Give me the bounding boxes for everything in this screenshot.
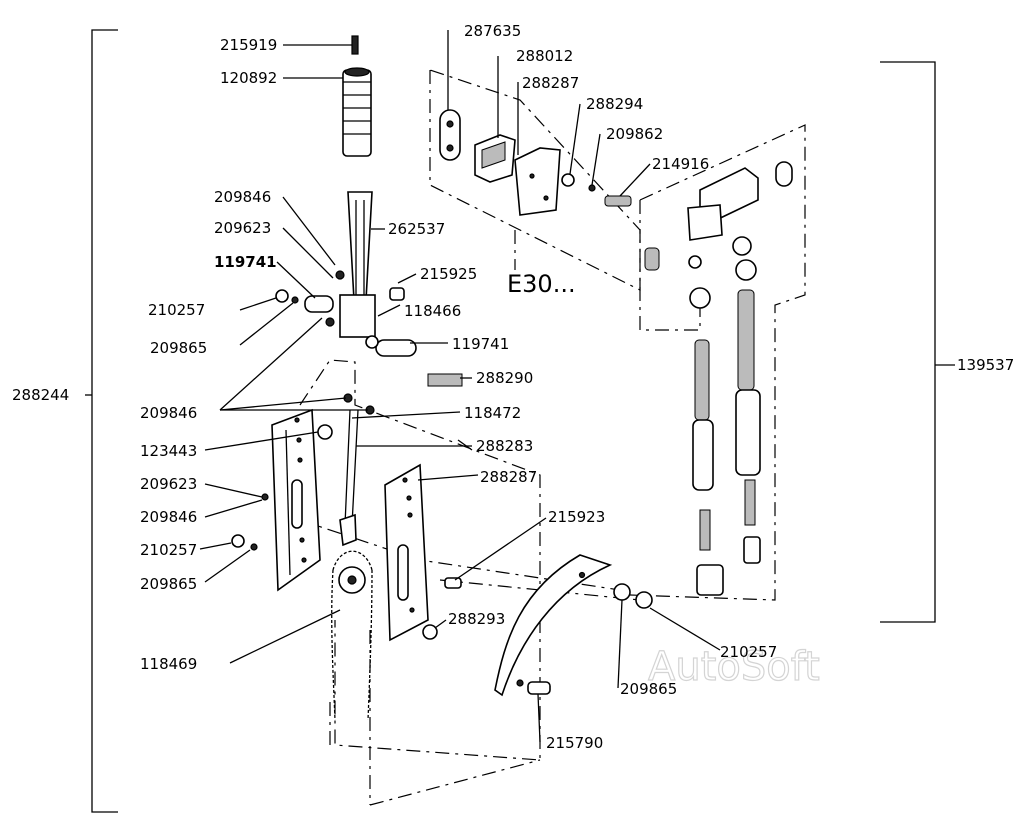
part-123443-plate-left [271, 408, 321, 592]
label-119741-b: 119741 [452, 335, 509, 353]
part-right-bracket [644, 161, 793, 271]
label-210257-b: 210257 [140, 541, 197, 559]
part-215923-bolt [444, 577, 462, 589]
part-215790-bolt [527, 681, 551, 695]
label-215925: 215925 [420, 265, 477, 283]
label-215923: 215923 [548, 508, 605, 526]
part-288287-plate-right [384, 463, 429, 642]
label-209846-b: 209846 [140, 404, 197, 422]
label-209862: 209862 [606, 125, 663, 143]
label-287635: 287635 [464, 22, 521, 40]
label-209846-a: 209846 [214, 188, 271, 206]
part-120892-rubber-stop [342, 67, 372, 157]
label-262537: 262537 [388, 220, 445, 238]
label-209623-a: 209623 [214, 219, 271, 237]
right-assembly-bracket [880, 61, 936, 623]
label-119741-a: 119741 [214, 253, 277, 271]
label-209846-c: 209846 [140, 508, 197, 526]
part-118469-sprocket-chain [331, 550, 373, 721]
label-210257-a: 210257 [148, 301, 205, 319]
label-209865-a: 209865 [150, 339, 207, 357]
part-washer [291, 296, 299, 304]
label-288293: 288293 [448, 610, 505, 628]
label-120892: 120892 [220, 69, 277, 87]
label-288012: 288012 [516, 47, 573, 65]
part-curved-guide [494, 554, 613, 697]
label-288290: 288290 [476, 369, 533, 387]
watermark: AutoSoft [648, 644, 820, 690]
label-210257-c: 210257 [720, 643, 777, 661]
label-209623-b: 209623 [140, 475, 197, 493]
label-123443: 123443 [140, 442, 197, 460]
part-288287-block [514, 147, 561, 216]
label-288287-b: 288287 [480, 468, 537, 486]
left-assembly-bracket [91, 29, 118, 813]
part-209862-washer [588, 184, 596, 192]
part-209865-washer [613, 583, 631, 601]
part-288290-spring [427, 373, 463, 387]
assembly-label-left: 288244 [12, 386, 69, 404]
label-118472: 118472 [464, 404, 521, 422]
label-215919: 215919 [220, 36, 277, 54]
label-118466: 118466 [404, 302, 461, 320]
part-210257-nut [275, 289, 289, 303]
label-288283: 288283 [476, 437, 533, 455]
part-cable-left [689, 287, 724, 596]
label-209865-b: 209865 [140, 575, 197, 593]
part-288283-cable-rod [339, 409, 359, 547]
part-215925-bolt [389, 287, 405, 301]
part-288294-nut [561, 173, 575, 187]
part-288293-nut [422, 624, 438, 640]
part-cable-right [735, 259, 761, 564]
assembly-label-right: 139537 [957, 356, 1014, 374]
part-210257-nut-b [231, 534, 245, 548]
label-288287-a: 288287 [522, 74, 579, 92]
leader-lines [199, 30, 721, 743]
part-210257-nut-c [635, 591, 653, 609]
part-262537-lever-arm [335, 191, 376, 338]
label-209865-c: 209865 [620, 680, 677, 698]
part-119741-pin-b [375, 339, 417, 357]
label-214916: 214916 [652, 155, 709, 173]
part-119741-pin [304, 295, 334, 313]
label-288294: 288294 [586, 95, 643, 113]
part-287635-clip [439, 109, 461, 161]
label-215790: 215790 [546, 734, 603, 752]
handwritten-note: E30... [507, 270, 576, 298]
label-118469: 118469 [140, 655, 197, 673]
part-214916-screw [604, 195, 632, 207]
part-288012-bracket [474, 134, 516, 183]
part-215919-screw [351, 35, 359, 55]
